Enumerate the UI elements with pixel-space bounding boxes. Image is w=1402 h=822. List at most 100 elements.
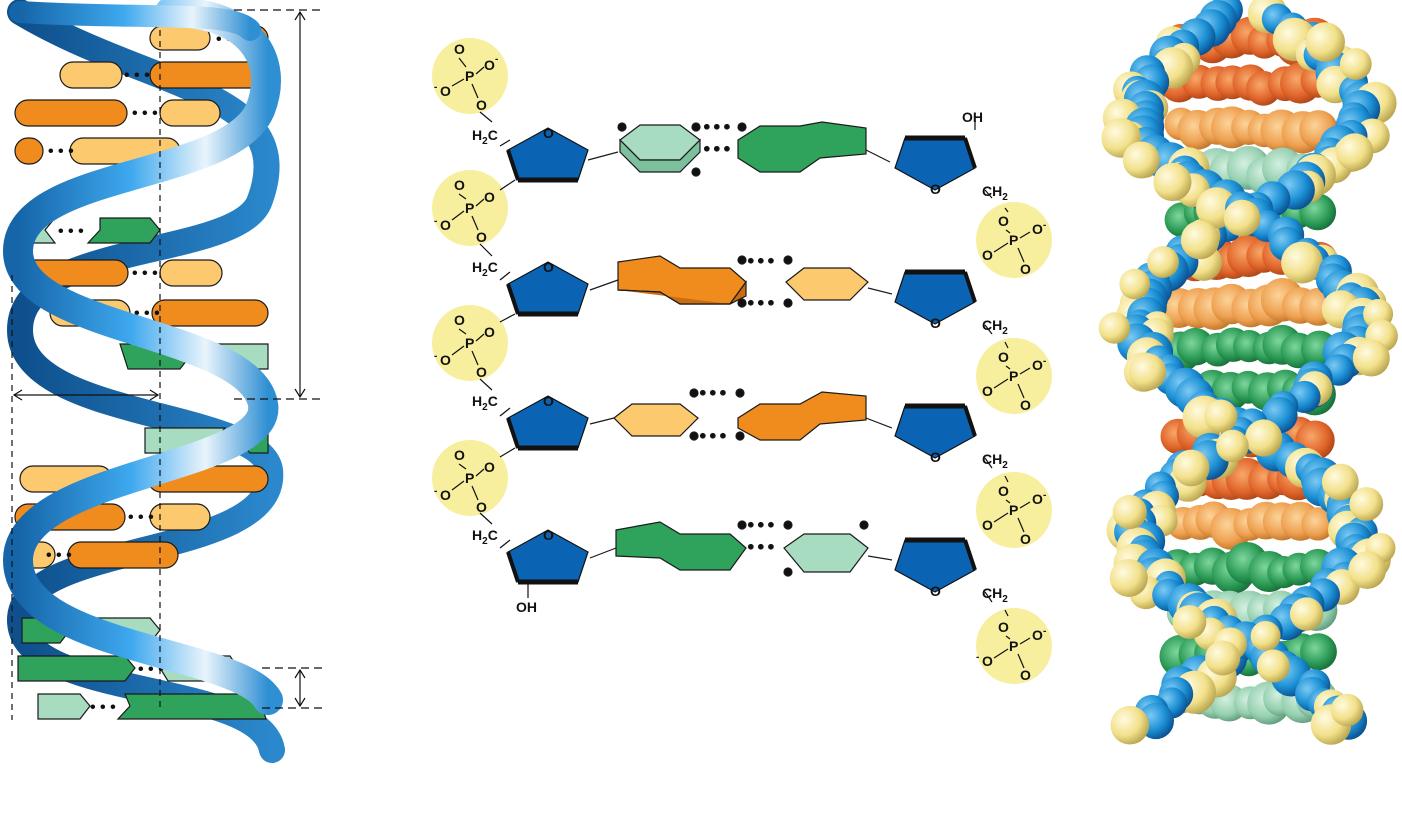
svg-text:• • •: • • • (48, 143, 74, 160)
right-sugar-oxygen-labels: O O O O (930, 181, 941, 599)
svg-text:• • •: • • • (46, 547, 72, 564)
base-pair-3: • • • • • • (589, 384, 893, 446)
right-ch2-labels: CH2 CH2 CH2 CH2 (982, 183, 1008, 605)
atom-sphere (1172, 449, 1210, 487)
atom-sphere (1110, 705, 1150, 745)
left-phosphate-labels: O P O - O - O O P O O - O O P O (434, 41, 498, 515)
atom-sphere (1256, 649, 1290, 683)
atom-sphere (1281, 241, 1323, 284)
svg-text:CH2: CH2 (982, 451, 1008, 471)
svg-text:• • •: • • • (748, 517, 774, 534)
top-hydroxyl-label: OH (962, 109, 983, 125)
svg-text:O: O (454, 312, 465, 328)
svg-text:P: P (465, 470, 474, 486)
atom-sphere (1180, 220, 1220, 260)
atom-sphere (1172, 605, 1207, 639)
atom-sphere (1352, 339, 1390, 377)
svg-text:H2C: H2C (472, 127, 498, 147)
atom-sphere (1122, 141, 1160, 179)
svg-text:O: O (543, 393, 554, 409)
atom-sphere (1216, 429, 1249, 463)
svg-text:O: O (476, 97, 487, 113)
svg-text:CH2: CH2 (982, 317, 1008, 337)
base-pair-1: • • • • • • (587, 118, 891, 177)
atom-sphere (1330, 693, 1364, 727)
svg-text:• • •: • • • (90, 699, 116, 716)
atom-sphere (1098, 312, 1131, 344)
svg-text:• • •: • • • (132, 265, 158, 282)
svg-text:O: O (982, 653, 993, 669)
right-phosphate-groups (976, 202, 1052, 684)
svg-text:P: P (1009, 502, 1018, 518)
svg-text:-: - (495, 54, 498, 65)
bottom-hydroxyl-label: OH (516, 599, 537, 615)
svg-text:• • •: • • • (700, 385, 726, 402)
svg-text:O: O (930, 583, 941, 599)
svg-text:-: - (434, 82, 437, 93)
svg-text:O: O (930, 315, 941, 331)
svg-text:O: O (484, 324, 495, 340)
svg-text:O: O (930, 181, 941, 197)
atom-sphere (1205, 640, 1241, 676)
svg-text:-: - (434, 486, 437, 497)
right-phosphate-labels: O P O - O O O P O - O O O P O - (976, 213, 1046, 683)
svg-text:O: O (440, 83, 451, 99)
atom-sphere (1223, 199, 1261, 237)
svg-text:O: O (1032, 357, 1043, 373)
base-pair-4: • • • • • • (589, 516, 893, 577)
svg-text:O: O (982, 517, 993, 533)
svg-text:• • •: • • • (124, 67, 150, 84)
svg-text:O: O (476, 499, 487, 515)
svg-text:-: - (976, 652, 979, 663)
svg-text:-: - (1043, 356, 1046, 367)
svg-text:H2C: H2C (472, 259, 498, 279)
svg-text:P: P (465, 200, 474, 216)
atom-sphere (1153, 162, 1192, 202)
svg-text:• • •: • • • (748, 539, 774, 556)
svg-text:P: P (465, 335, 474, 351)
svg-text:P: P (465, 68, 474, 84)
helix-backbone-front (2, 0, 283, 715)
svg-text:O: O (543, 527, 554, 543)
atom-sphere (1147, 246, 1179, 278)
svg-text:O: O (484, 189, 495, 205)
svg-text:O: O (476, 364, 487, 380)
svg-text:O: O (454, 177, 465, 193)
left-phosphate-groups (432, 38, 508, 516)
svg-text:H2C: H2C (472, 393, 498, 413)
helix-backbone-back (6, 0, 285, 763)
atom-sphere (1250, 621, 1281, 651)
svg-text:-: - (1043, 220, 1046, 231)
svg-text:O: O (998, 619, 1009, 635)
svg-text:H2C: H2C (472, 527, 498, 547)
svg-text:O: O (454, 41, 465, 57)
svg-text:-: - (434, 216, 437, 227)
svg-text:P: P (1009, 232, 1018, 248)
svg-text:• • •: • • • (704, 141, 730, 158)
svg-text:O: O (476, 229, 487, 245)
svg-text:O: O (1020, 667, 1031, 683)
svg-text:O: O (440, 487, 451, 503)
svg-text:O: O (1020, 261, 1031, 277)
svg-text:O: O (998, 213, 1009, 229)
svg-text:CH2: CH2 (982, 585, 1008, 605)
atom-sphere (1289, 597, 1324, 631)
atom-sphere (1300, 633, 1337, 671)
svg-text:• • •: • • • (704, 119, 730, 136)
svg-text:O: O (543, 125, 554, 141)
left-sugars (508, 128, 588, 582)
svg-text:O: O (1032, 221, 1043, 237)
svg-text:O: O (982, 247, 993, 263)
svg-text:• • •: • • • (748, 253, 774, 270)
atom-sphere (1339, 48, 1372, 80)
svg-text:O: O (484, 57, 495, 73)
svg-text:-: - (1043, 626, 1046, 637)
atom-sphere (1245, 419, 1283, 457)
backbone-bonds (479, 111, 1009, 617)
svg-text:O: O (930, 449, 941, 465)
ribbon-helix-model: • • • • • • • • • • • • • • • • • • • • … (2, 0, 322, 763)
svg-text:O: O (998, 483, 1009, 499)
svg-text:• • •: • • • (700, 428, 726, 445)
atom-sphere (1348, 551, 1387, 589)
svg-text:• • •: • • • (58, 223, 84, 240)
